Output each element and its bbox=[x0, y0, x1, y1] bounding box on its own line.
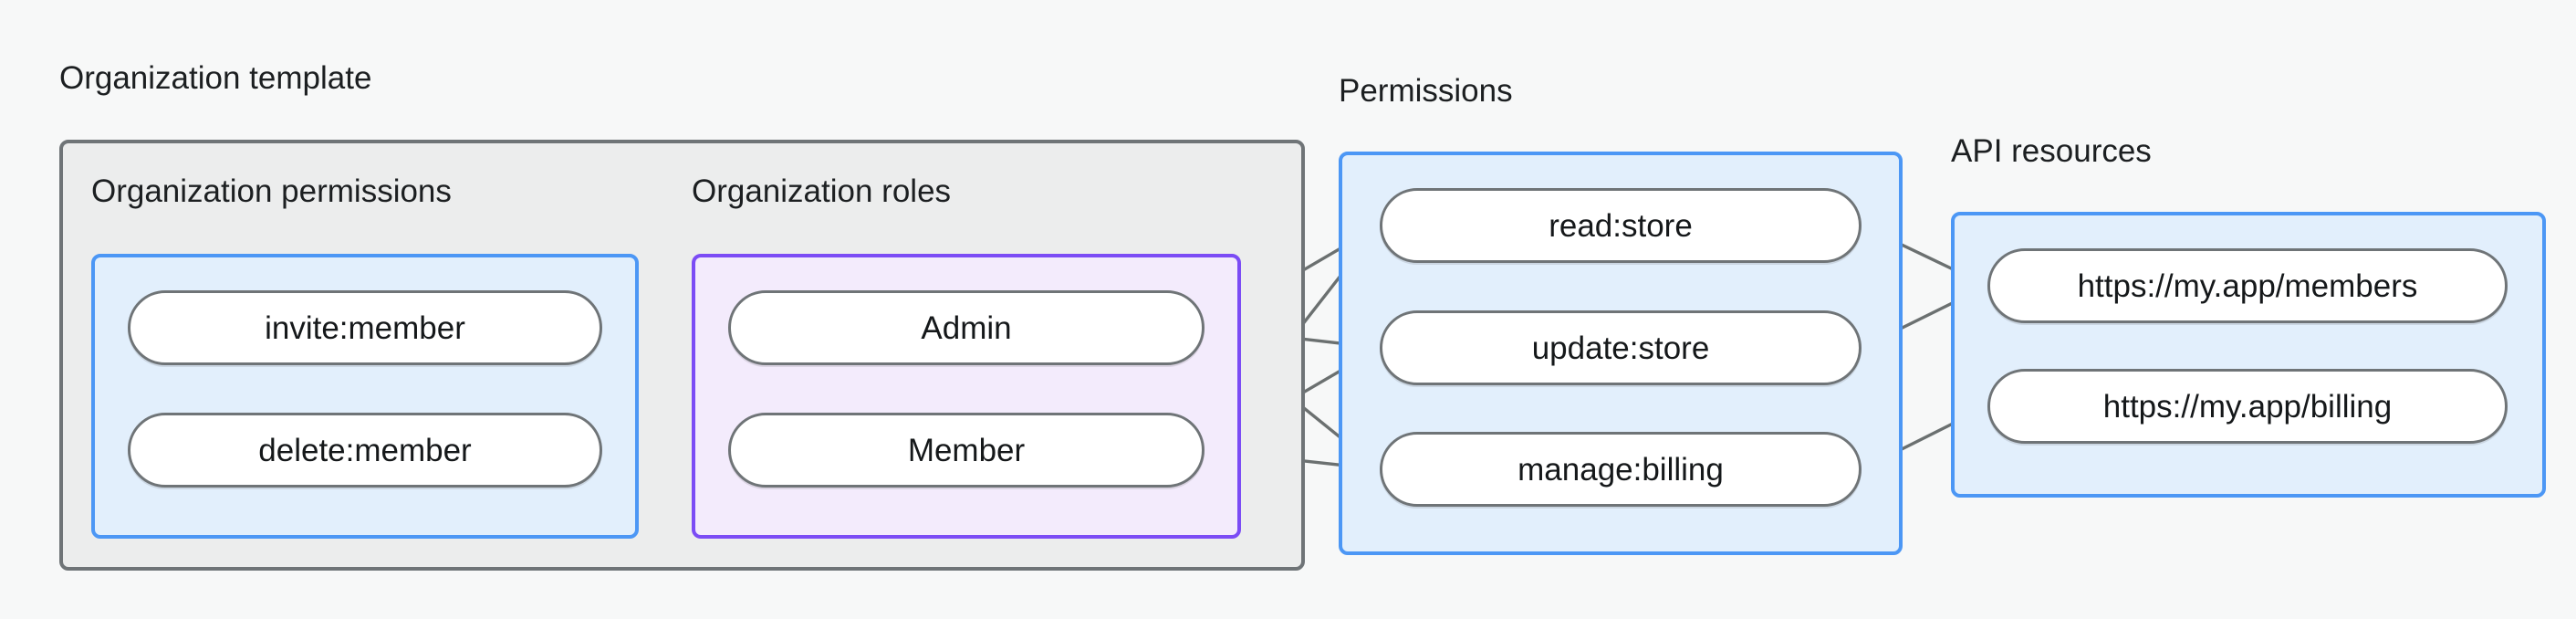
api-resources-title: API resources bbox=[1951, 133, 2152, 169]
node-members-url-label: https://my.app/members bbox=[2077, 268, 2418, 304]
node-admin-label: Admin bbox=[921, 310, 1012, 346]
node-invite-member[interactable]: invite:member bbox=[128, 290, 602, 365]
node-member-label: Member bbox=[907, 432, 1026, 468]
node-update-store-label: update:store bbox=[1531, 330, 1710, 366]
node-manage-billing[interactable]: manage:billing bbox=[1380, 432, 1862, 507]
organization-roles-title: Organization roles bbox=[692, 173, 952, 209]
node-invite-member-label: invite:member bbox=[265, 310, 465, 346]
node-manage-billing-label: manage:billing bbox=[1517, 451, 1724, 488]
node-members-url[interactable]: https://my.app/members bbox=[1987, 248, 2508, 323]
organization-permissions-title: Organization permissions bbox=[91, 173, 452, 209]
node-billing-url-label: https://my.app/billing bbox=[2102, 388, 2393, 425]
node-billing-url[interactable]: https://my.app/billing bbox=[1987, 369, 2508, 444]
node-member[interactable]: Member bbox=[728, 413, 1205, 488]
node-update-store[interactable]: update:store bbox=[1380, 310, 1862, 385]
organization-template-title: Organization template bbox=[59, 60, 372, 96]
node-admin[interactable]: Admin bbox=[728, 290, 1205, 365]
node-delete-member-label: delete:member bbox=[258, 432, 472, 468]
node-read-store-label: read:store bbox=[1549, 207, 1693, 244]
permissions-title: Permissions bbox=[1339, 73, 1513, 109]
node-read-store[interactable]: read:store bbox=[1380, 188, 1862, 263]
node-delete-member[interactable]: delete:member bbox=[128, 413, 602, 488]
